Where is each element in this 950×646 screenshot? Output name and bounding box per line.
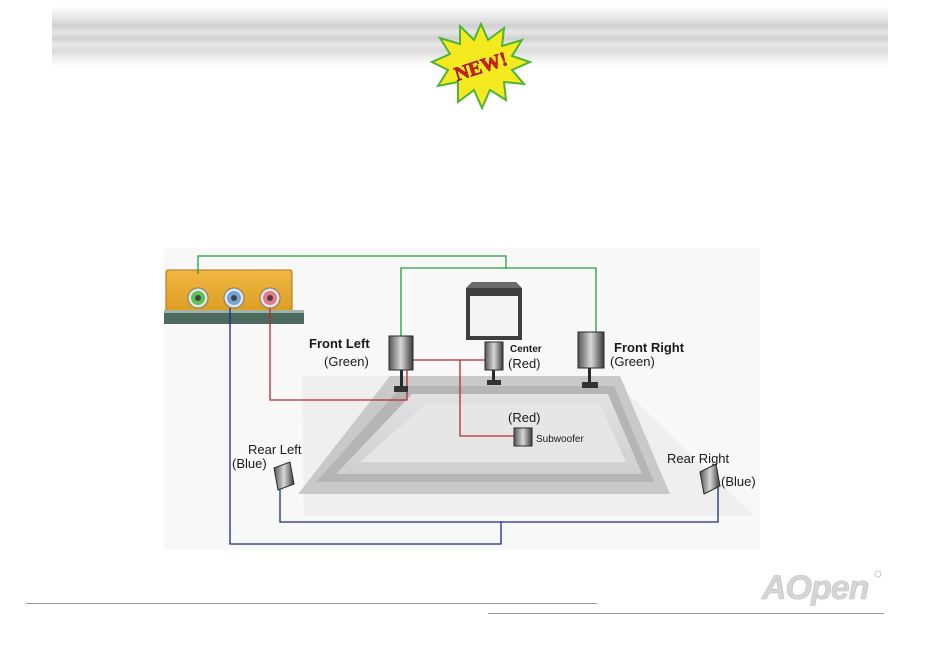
aopen-logo: AOpen <box>760 566 884 606</box>
rear-right-color-label: (Blue) <box>721 474 756 489</box>
footer-rule-right <box>488 613 884 614</box>
rear-left-label: Rear Left <box>248 442 302 457</box>
aopen-logo-text: AOpen <box>761 569 869 606</box>
monitor-icon <box>466 282 522 340</box>
footer-rule-left <box>26 603 597 604</box>
center-color-label: (Red) <box>508 356 541 371</box>
rear-right-label: Rear Right <box>667 451 730 466</box>
subwoofer-color-label: (Red) <box>508 410 541 425</box>
new-badge: NEW! <box>430 22 532 110</box>
pink-jack-icon <box>260 288 280 308</box>
rear-left-color-label: (Blue) <box>232 456 267 471</box>
blue-jack-icon <box>224 288 244 308</box>
front-right-label: Front Right <box>614 340 685 355</box>
front-left-label: Front Left <box>309 336 370 351</box>
subwoofer-label: Subwoofer <box>536 434 584 445</box>
speaker-connection-diagram: Front Left (Green) Center (Red) Front Ri… <box>164 248 760 550</box>
front-right-color-label: (Green) <box>610 354 655 369</box>
audio-jack-panel <box>164 270 304 324</box>
center-label: Center <box>510 344 542 355</box>
subwoofer-icon <box>514 428 532 446</box>
green-jack-icon <box>188 288 208 308</box>
front-left-color-label: (Green) <box>324 354 369 369</box>
